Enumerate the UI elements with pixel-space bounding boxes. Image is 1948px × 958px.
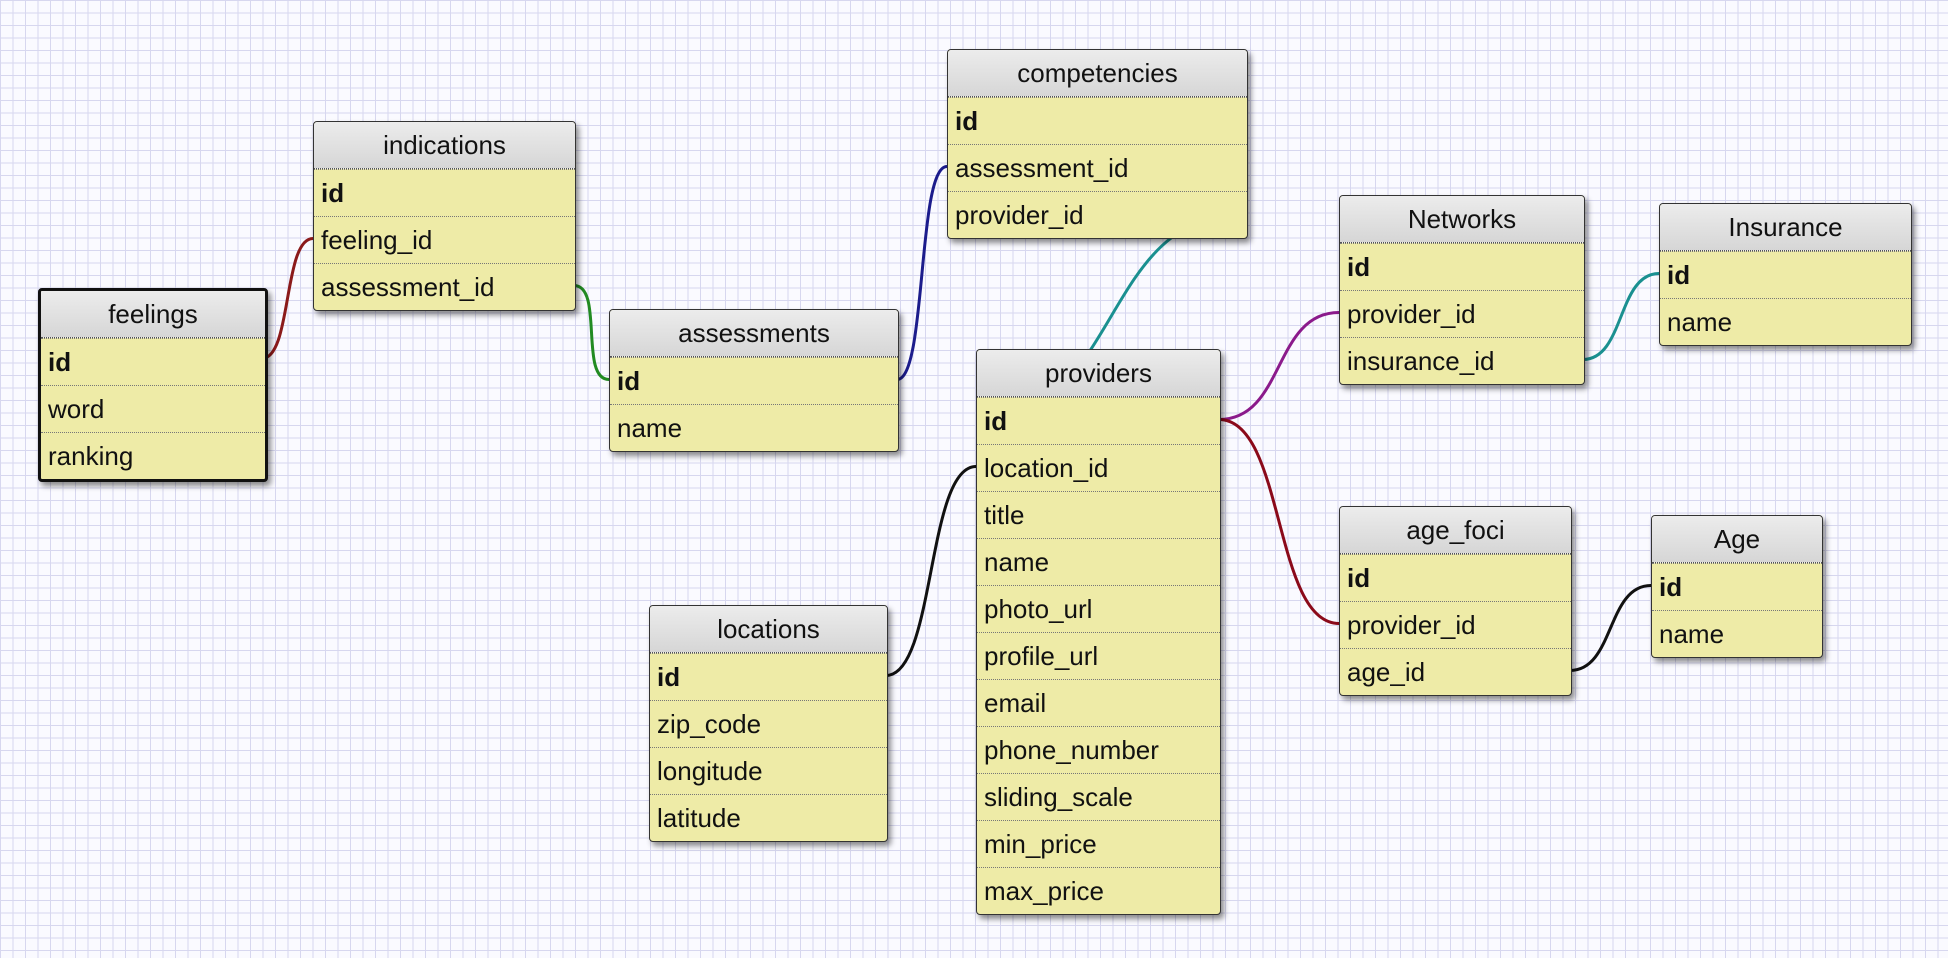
table-title: Age — [1652, 516, 1822, 563]
field-id[interactable]: id — [41, 338, 265, 385]
field-ranking[interactable]: ranking — [41, 432, 265, 479]
table-title: feelings — [41, 291, 265, 338]
table-title: providers — [977, 350, 1220, 397]
relationship-link — [573, 284, 610, 381]
relationship-link — [1218, 418, 1340, 625]
field-word[interactable]: word — [41, 385, 265, 432]
field-email[interactable]: email — [977, 679, 1220, 726]
field-provider-id[interactable]: provider_id — [1340, 290, 1584, 337]
field-name[interactable]: name — [610, 404, 898, 451]
table-title: Networks — [1340, 196, 1584, 243]
table-title: indications — [314, 122, 575, 169]
table-title: Insurance — [1660, 204, 1911, 251]
field-assessment-id[interactable]: assessment_id — [314, 263, 575, 310]
field-name[interactable]: name — [1652, 610, 1822, 657]
field-insurance-id[interactable]: insurance_id — [1340, 337, 1584, 384]
field-name[interactable]: name — [1660, 298, 1911, 345]
field-id[interactable]: id — [1340, 243, 1584, 290]
relationship-link — [896, 165, 948, 381]
field-phone-number[interactable]: phone_number — [977, 726, 1220, 773]
relationship-link — [1218, 311, 1340, 421]
field-photo-url[interactable]: photo_url — [977, 585, 1220, 632]
field-id[interactable]: id — [977, 397, 1220, 444]
field-id[interactable]: id — [1660, 251, 1911, 298]
field-provider-id[interactable]: provider_id — [948, 191, 1247, 238]
field-latitude[interactable]: latitude — [650, 794, 887, 841]
field-age-id[interactable]: age_id — [1340, 648, 1571, 695]
field-max-price[interactable]: max_price — [977, 867, 1220, 914]
field-id[interactable]: id — [314, 169, 575, 216]
field-id[interactable]: id — [650, 653, 887, 700]
field-id[interactable]: id — [948, 97, 1247, 144]
field-id[interactable]: id — [610, 357, 898, 404]
relationship-link — [885, 465, 977, 677]
field-name[interactable]: name — [977, 538, 1220, 585]
table-title: locations — [650, 606, 887, 653]
relationship-link — [261, 237, 314, 360]
table-title: age_foci — [1340, 507, 1571, 554]
field-title[interactable]: title — [977, 491, 1220, 538]
field-location-id[interactable]: location_id — [977, 444, 1220, 491]
field-provider-id[interactable]: provider_id — [1340, 601, 1571, 648]
field-assessment-id[interactable]: assessment_id — [948, 144, 1247, 191]
field-longitude[interactable]: longitude — [650, 747, 887, 794]
field-zip-code[interactable]: zip_code — [650, 700, 887, 747]
relationship-link — [1582, 272, 1660, 361]
relationship-link — [1569, 584, 1652, 672]
field-id[interactable]: id — [1652, 563, 1822, 610]
field-feeling-id[interactable]: feeling_id — [314, 216, 575, 263]
field-id[interactable]: id — [1340, 554, 1571, 601]
field-profile-url[interactable]: profile_url — [977, 632, 1220, 679]
table-title: assessments — [610, 310, 898, 357]
table-title: competencies — [948, 50, 1247, 97]
field-sliding-scale[interactable]: sliding_scale — [977, 773, 1220, 820]
field-min-price[interactable]: min_price — [977, 820, 1220, 867]
